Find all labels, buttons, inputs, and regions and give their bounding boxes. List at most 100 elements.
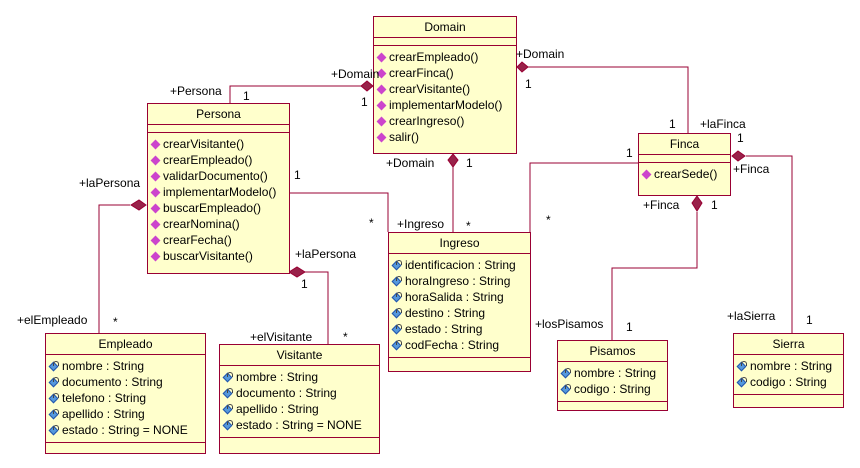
role-label: +Finca [733,162,770,176]
attribute-icon [392,259,403,271]
attribute-icon [49,392,60,404]
attributes-compartment: identificacion : String horaIngreso : St… [389,254,530,358]
class-name: Finca [639,134,730,155]
operation: crearEmpleado() [150,152,289,168]
role-label: +laFinca [700,117,746,131]
attributes-compartment [374,38,516,46]
role-label: +Domain [331,67,380,81]
attribute: documento : String [49,374,205,390]
multiplicity-label: 1 [626,320,633,334]
composition-diamond-domain-left [360,80,374,92]
operation-icon [150,235,161,245]
operation: crearVisitante() [376,81,516,97]
multiplicity-label: * [113,315,118,329]
class-finca[interactable]: Finca crearSede() [638,133,731,196]
attributes-compartment: nombre : String codigo : String [734,355,843,395]
operations-compartment: crearVisitante() crearEmpleado() validar… [148,133,289,266]
multiplicity-label: 1 [466,156,473,170]
attribute: documento : String [223,385,379,401]
class-sierra[interactable]: Sierra nombre : String codigo : String [733,333,844,408]
class-name: Ingreso [389,233,530,254]
multiplicity-label: 1 [737,131,744,145]
attribute-icon [392,339,403,351]
operations-compartment: crearEmpleado() crearFinca() crearVisita… [374,46,516,147]
multiplicity-label: 1 [806,313,813,327]
operation: implementarModelo() [150,184,289,200]
attributes-compartment: nombre : String documento : String apell… [220,366,379,438]
operation: crearFinca() [376,65,516,81]
class-ingreso[interactable]: Ingreso identificacion : String horaIngr… [388,232,531,372]
role-label: +losPisamos [535,317,604,331]
class-domain[interactable]: Domain crearEmpleado() crearFinca() crea… [373,16,517,154]
operation-icon [376,116,387,126]
attribute-icon [737,376,748,388]
class-visitante[interactable]: Visitante nombre : String documento : St… [219,344,380,454]
operation-icon [376,132,387,142]
class-name: Domain [374,17,516,38]
multiplicity-label: 1 [669,117,676,131]
attribute: destino : String [392,305,530,321]
attribute-icon [223,419,234,431]
attribute-icon [392,323,403,335]
operation: crearSede() [641,166,730,182]
attribute: estado : String = NONE [223,417,379,433]
class-pisamos[interactable]: Pisamos nombre : String codigo : String [557,340,668,411]
class-name: Pisamos [558,341,667,362]
multiplicity-label: 1 [711,198,718,212]
role-label: +elEmpleado [17,313,88,327]
class-empleado[interactable]: Empleado nombre : String documento : Str… [45,333,206,454]
attribute-icon [49,360,60,372]
attribute: codigo : String [561,381,667,397]
assoc-domain-finca [527,66,689,133]
attributes-compartment: nombre : String codigo : String [558,362,667,402]
role-label: +Finca [643,198,680,212]
operation-icon [150,219,161,229]
attribute: nombre : String [737,358,843,374]
attribute: horaIngreso : String [392,273,530,289]
multiplicity-label: * [546,213,551,227]
role-label: +Domain [516,47,565,61]
attribute: nombre : String [49,358,205,374]
operation: crearEmpleado() [376,49,516,65]
attribute-icon [223,371,234,383]
attribute-icon [223,403,234,415]
operation-icon [150,251,161,261]
attribute-icon [49,424,60,436]
class-name: Sierra [734,334,843,355]
attribute-icon [392,307,403,319]
attribute: nombre : String [561,365,667,381]
operation: crearNomina() [150,216,289,232]
attribute: apellido : String [49,406,205,422]
composition-diamond-finca-right [731,150,746,162]
multiplicity-label: 1 [243,89,250,103]
attribute-icon [392,275,403,287]
class-name: Persona [148,104,289,125]
attribute: telefono : String [49,390,205,406]
attribute-icon [561,383,572,395]
attribute: codigo : String [737,374,843,390]
composition-diamond-persona-left [130,199,147,211]
assoc-persona-visitante [305,271,329,344]
class-name: Empleado [46,334,205,355]
operation-icon [376,52,387,62]
attribute: codFecha : String [392,337,530,353]
multiplicity-label: 1 [626,146,633,160]
assoc-finca-sierra [746,155,793,333]
composition-diamond-domain-bottom [447,153,459,168]
multiplicity-label: * [343,330,348,344]
operation-icon [641,169,652,179]
operation-icon [150,187,161,197]
operation-icon [150,203,161,213]
attributes-compartment: nombre : String documento : String telef… [46,355,205,443]
operation-icon [150,155,161,165]
multiplicity-label: 1 [525,77,532,91]
multiplicity-label: * [466,219,471,233]
class-persona[interactable]: Persona crearVisitante() crearEmpleado()… [147,103,290,274]
assoc-finca-ingreso [529,162,638,232]
attributes-compartment [639,155,730,163]
attribute-icon [737,360,748,372]
attribute: horaSalida : String [392,289,530,305]
role-label: +elVisitante [250,330,313,344]
class-name: Visitante [220,345,379,366]
